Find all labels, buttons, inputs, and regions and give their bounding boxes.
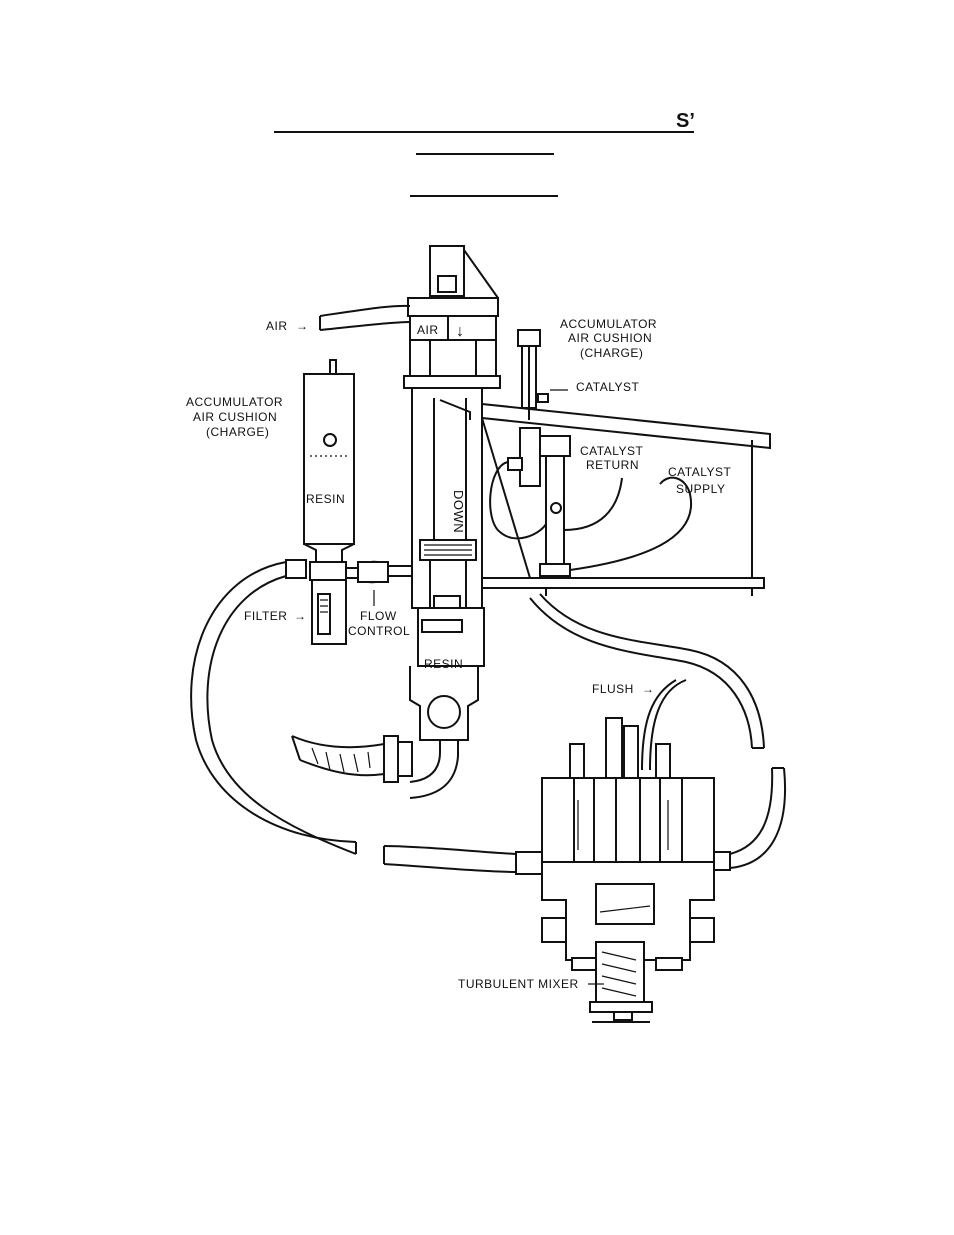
header-rule-long [274, 131, 694, 133]
filter-label: FILTER [244, 609, 287, 623]
flow-control-label-2: CONTROL [348, 624, 410, 638]
mix-head-hoses [383, 767, 786, 875]
catalyst-return-label-1: CATALYST [580, 444, 644, 458]
accumulator-right-label-3: (CHARGE) [580, 346, 643, 360]
flush-label: FLUSH [592, 682, 634, 696]
catalyst-supply-label-2: SUPPLY [676, 482, 725, 496]
left-accumulator [303, 359, 355, 645]
piston-body [411, 387, 483, 621]
accumulator-right-label-2: AIR CUSHION [568, 331, 652, 345]
outlet-coupling [291, 735, 413, 783]
flow-control-label-1: FLOW [360, 609, 397, 623]
cylinder-head [403, 245, 501, 389]
mix-head [541, 679, 715, 1023]
turbulent-mixer-label: TURBULENT MIXER [458, 977, 579, 991]
cylinder-down-arrow: ↓ [456, 323, 465, 340]
header-rule-short-2 [410, 195, 558, 197]
air-inlet-hose [319, 304, 411, 317]
catalyst-label: CATALYST [576, 380, 640, 394]
right-accumulator [517, 329, 549, 420]
left-resin-hose [190, 559, 357, 855]
header-fragment: S’ [676, 110, 695, 132]
resin-pump-lower [409, 607, 485, 799]
resin-center-label: RESIN [424, 657, 463, 671]
cylinder-air-label: AIR [417, 323, 439, 337]
header-rule-short-1 [416, 153, 554, 155]
down-label: DOWN [451, 490, 466, 533]
catalyst-frame [481, 403, 771, 596]
air-arrow: → [296, 319, 309, 333]
air-label: AIR [266, 319, 288, 333]
accumulator-left-label-2: AIR CUSHION [193, 410, 277, 424]
accumulator-left-label-3: (CHARGE) [206, 425, 269, 439]
filter-arrow: → [294, 609, 307, 623]
catalyst-pump [489, 427, 693, 577]
accumulator-left-label-1: ACCUMULATOR [186, 395, 283, 409]
flow-control-line [346, 560, 412, 606]
flush-arrow: → [642, 682, 655, 696]
accumulator-right-label-1: ACCUMULATOR [560, 317, 657, 331]
catalyst-hose [529, 593, 765, 749]
catalyst-return-label-2: RETURN [586, 458, 639, 472]
catalyst-supply-label-1: CATALYST [668, 465, 732, 479]
resin-left-label: RESIN [306, 492, 345, 506]
